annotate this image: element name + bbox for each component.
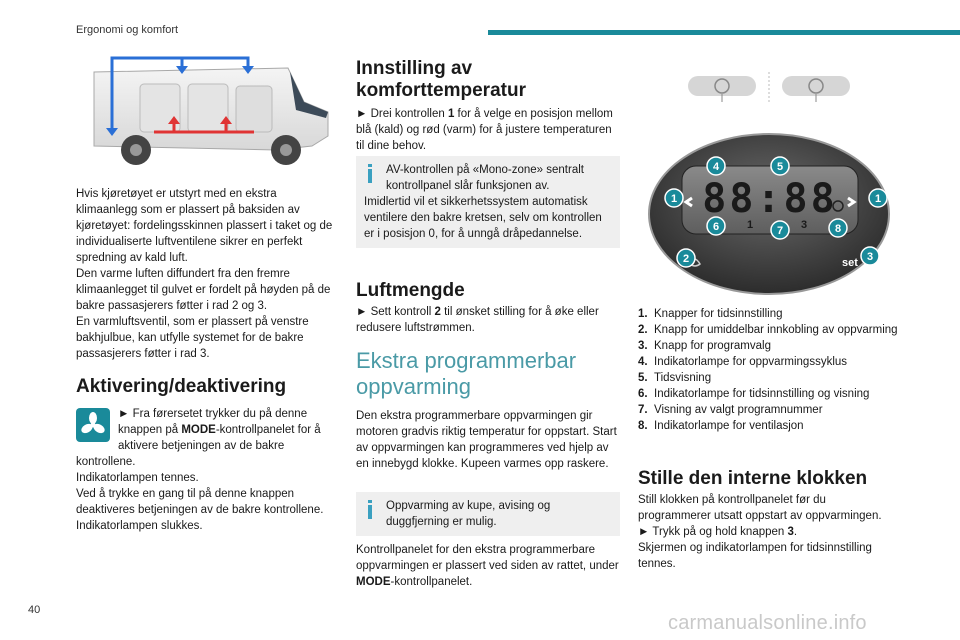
callout-marker: 8 [828, 218, 848, 238]
note-icon [368, 164, 372, 183]
list-item: 6.Indikatorlampe for tidsinnstilling og … [638, 388, 870, 400]
svg-text:6: 6 [713, 221, 719, 233]
page-number: 40 [28, 604, 41, 616]
heater-control-panel: 88:88 1 2 3 set 1 1 2 3 4 [648, 133, 890, 295]
svg-text:1: 1 [671, 193, 677, 205]
section-heading-activation: Aktivering/deaktivering [76, 376, 287, 397]
activation-line: Ved å trykke en gang til på denne knappe… [76, 488, 324, 516]
activation-line: Indikatorlampen slukkes. [76, 520, 203, 532]
running-header: Ergonomi og komfort [76, 24, 179, 36]
panel-legend-list: 1.Knapper for tidsinnstilling 2.Knapp fo… [638, 306, 900, 434]
clock-step: ► Trykk på og hold knappen 3. [638, 526, 798, 538]
activation-line: Indikatorlampen tennes. [76, 472, 199, 484]
intro-paragraph: Den varme luften diffundert fra den frem… [76, 268, 331, 312]
intro-paragraph: En varmluftsventil, som er plassert på v… [76, 316, 309, 360]
list-item: 2.Knapp for umiddelbar innkobling av opp… [638, 324, 898, 336]
svg-text:5: 5 [777, 161, 783, 173]
section-heading-clock: Stille den interne klokken [638, 468, 868, 489]
fan-button-icon [76, 408, 110, 442]
clock-digits: 88:88 [702, 176, 837, 222]
svg-text:1: 1 [875, 193, 881, 205]
callout-marker: 7 [770, 220, 790, 240]
activation-step: ► Fra førersetet trykker du på denne kna… [76, 408, 321, 468]
steering-wheel-location-icon [688, 72, 850, 102]
clock-paragraph: Still klokken på kontrollpanelet før du … [638, 494, 882, 522]
note-text: Oppvarming av kupe, avising og duggfjern… [386, 500, 551, 528]
van-airflow-illustration [93, 56, 329, 165]
callout-marker: 4 [706, 156, 726, 176]
list-item: 3.Knapp for programvalg [638, 340, 771, 352]
intro-paragraph: Hvis kjøretøyet er utstyrt med en ekstra… [76, 188, 333, 264]
callout-marker: 3 [860, 246, 880, 266]
note-box: AV-kontrollen på «Mono-zone» sentralt ko… [356, 156, 620, 248]
clock-after: Skjermen og indikatorlampen for tidsinns… [638, 542, 872, 570]
list-item: 8.Indikatorlampe for ventilasjon [638, 420, 804, 432]
header-accent-bar [488, 30, 960, 35]
list-item: 5.Tidsvisning [638, 372, 712, 384]
callout-marker: 2 [676, 248, 696, 268]
callout-marker: 1 [868, 188, 888, 208]
extra-paragraph: Den ekstra programmerbare oppvarmingen g… [356, 410, 617, 470]
svg-text:2: 2 [683, 253, 689, 265]
program-number: 1 [747, 219, 753, 231]
callout-marker: 6 [706, 216, 726, 236]
svg-text:3: 3 [867, 251, 873, 263]
list-item: 4.Indikatorlampe for oppvarmingssyklus [638, 356, 848, 368]
program-number: 3 [801, 219, 807, 231]
note-icon [368, 500, 372, 519]
airflow-step: ► Sett kontroll 2 til ønsket stilling fo… [356, 306, 599, 334]
watermark: carmanualsonline.info [668, 612, 867, 634]
svg-text:7: 7 [777, 225, 783, 237]
set-label: set [842, 257, 858, 269]
callout-marker: 5 [770, 156, 790, 176]
list-item: 7.Visning av valgt programnummer [638, 404, 823, 416]
list-item: 1.Knapper for tidsinnstilling [638, 308, 783, 320]
callout-marker: 1 [664, 188, 684, 208]
note-box: Oppvarming av kupe, avising og duggfjern… [356, 492, 620, 536]
comfort-step: ► Drei kontrollen 1 for å velge en posis… [356, 108, 613, 152]
section-heading-comfort: Innstilling av komforttemperatur [356, 58, 526, 101]
note-text: Imidlertid vil et sikkerhetssystem autom… [364, 196, 602, 240]
note-text: AV-kontrollen på «Mono-zone» sentralt ko… [386, 164, 584, 192]
section-heading-extra: Ekstra programmerbar oppvarming [356, 348, 577, 399]
section-heading-airflow: Luftmengde [356, 280, 465, 301]
svg-text:8: 8 [835, 223, 841, 235]
panel-location-paragraph: Kontrollpanelet for den ekstra programme… [356, 544, 619, 588]
svg-text:4: 4 [713, 161, 720, 173]
